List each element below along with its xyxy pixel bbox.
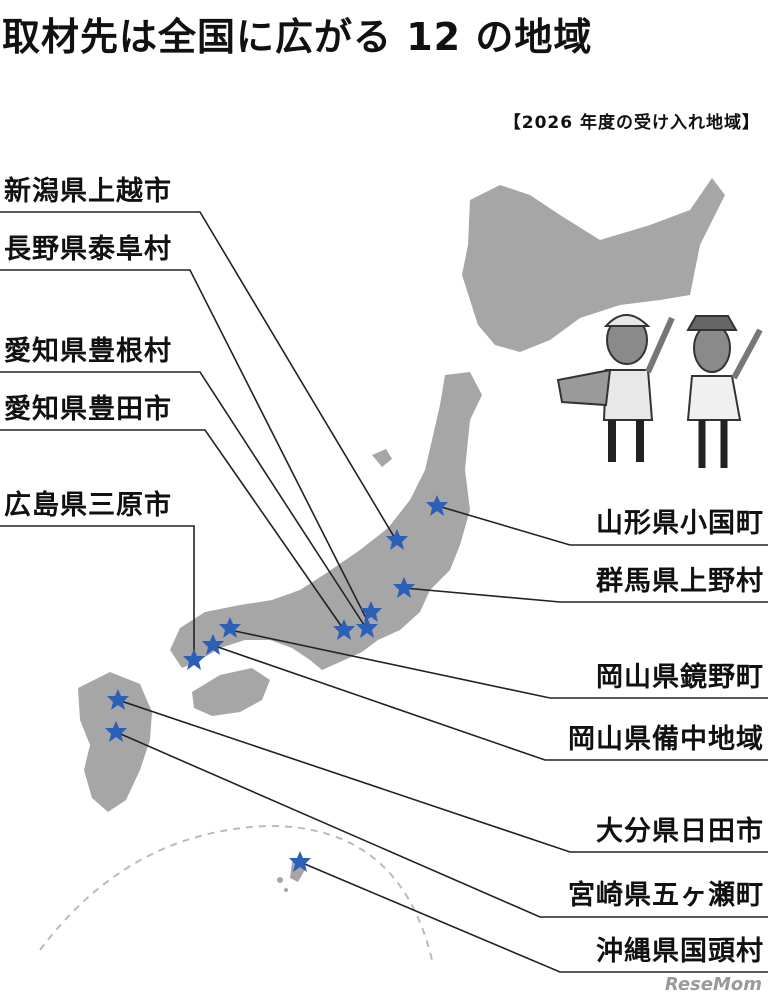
- region-label-toyota: 愛知県豊田市: [4, 394, 172, 425]
- star-marker-mihara: [183, 649, 205, 670]
- leader-line-ueno: [403, 587, 768, 603]
- region-label-mihara: 広島県三原市: [4, 490, 172, 521]
- leader-line-toyota: [0, 429, 345, 631]
- region-label-kagamino: 岡山県鏡野町: [596, 662, 764, 693]
- star-marker-toyota: [333, 619, 355, 640]
- star-marker-toyone: [356, 617, 378, 638]
- star-marker-hita: [107, 689, 129, 710]
- star-marker-oguni: [426, 495, 448, 516]
- region-label-yasuoka: 長野県泰阜村: [4, 234, 172, 265]
- star-marker-joetsu: [386, 529, 408, 550]
- honshu-landmass: [170, 372, 482, 670]
- hokkaido-landmass: [462, 178, 725, 352]
- region-label-ueno: 群馬県上野村: [596, 566, 764, 597]
- star-marker-gokase: [105, 721, 127, 742]
- leader-line-oguni: [437, 505, 768, 546]
- leader-line-bitchu: [211, 644, 768, 761]
- star-marker-kunigami: [289, 851, 311, 872]
- leader-line-kunigami: [299, 861, 768, 973]
- region-label-toyone: 愛知県豊根村: [4, 336, 172, 367]
- leader-line-gokase: [115, 731, 768, 918]
- shikoku-landmass: [192, 668, 270, 716]
- star-marker-yasuoka: [360, 601, 382, 622]
- leader-line-toyone: [0, 371, 367, 629]
- leader-line-hita: [117, 699, 768, 853]
- leader-line-kagamino: [229, 629, 768, 699]
- page-title: 取材先は全国に広がる 12 の地域: [2, 15, 593, 59]
- route-arc: [39, 824, 433, 961]
- leader-line-mihara: [0, 525, 195, 660]
- watermark-logo: ReseMom: [664, 974, 762, 995]
- region-label-hita: 大分県日田市: [596, 816, 764, 847]
- map-subtitle: 【2026 年度の受け入れ地域】: [503, 113, 760, 133]
- region-label-joetsu: 新潟県上越市: [4, 176, 172, 207]
- star-marker-kagamino: [219, 617, 241, 638]
- kyushu-landmass: [78, 672, 152, 812]
- leader-line-joetsu: [0, 211, 397, 541]
- star-marker-ueno: [393, 577, 415, 598]
- star-marker-bitchu: [202, 634, 224, 655]
- farmer-illustration: [556, 314, 763, 468]
- region-label-bitchu: 岡山県備中地域: [568, 724, 764, 755]
- leader-line-yasuoka: [0, 269, 369, 623]
- region-label-oguni: 山形県小国町: [596, 508, 764, 539]
- region-label-gokase: 宮崎県五ヶ瀬町: [568, 880, 764, 911]
- region-label-kunigami: 沖縄県国頭村: [596, 936, 764, 967]
